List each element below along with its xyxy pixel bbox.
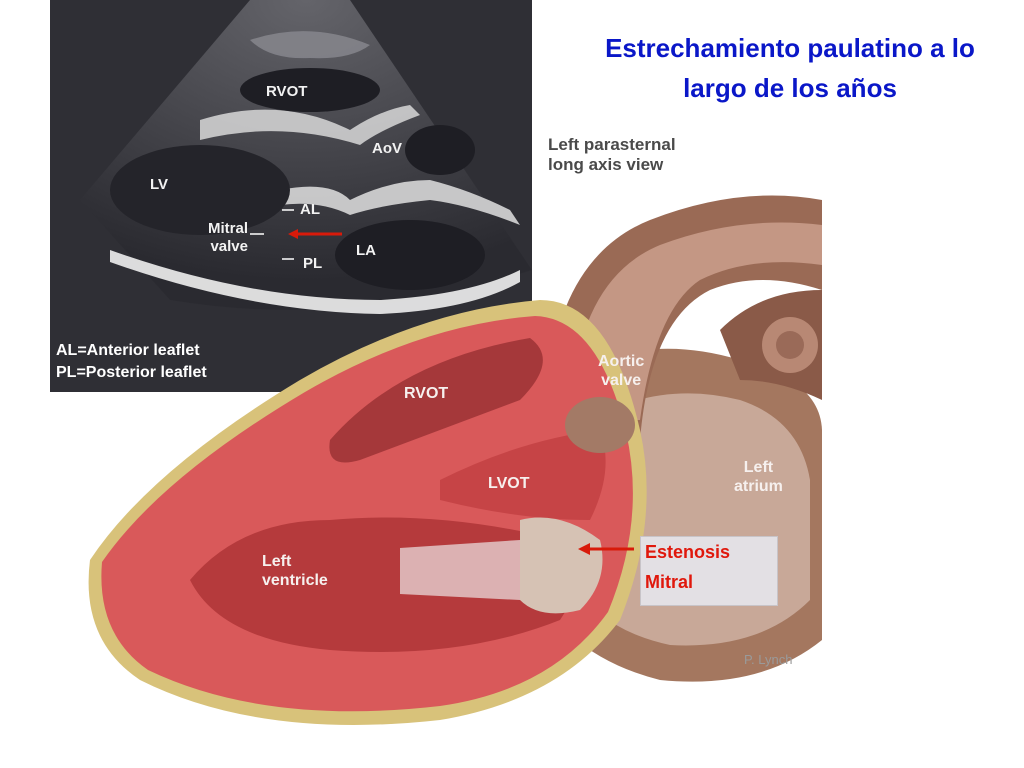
diagram-label-atrium-line2: atrium <box>734 478 783 495</box>
echo-label-mitral-line2: valve <box>210 238 248 255</box>
estenosis-mitral-callout: Estenosis Mitral <box>640 536 778 606</box>
echo-label-rvot: RVOT <box>266 83 308 100</box>
callout-line2: Mitral <box>645 572 694 592</box>
echo-legend-line1: AL=Anterior leaflet <box>56 342 200 359</box>
slide-title: Estrechamiento paulatino a lo largo de l… <box>560 28 1020 108</box>
diagram-label-ventricle-line1: Left <box>262 553 292 570</box>
view-caption-line2: long axis view <box>548 155 664 174</box>
diagram-label-aortic-line2: valve <box>601 372 642 389</box>
echo-label-al: AL <box>300 201 320 218</box>
diagram-label-aortic-line1: Aortic <box>598 353 645 370</box>
echo-label-mitral-line1: Mitral <box>207 220 248 237</box>
echo-label-pl: PL <box>303 255 323 272</box>
callout-arrowhead <box>578 543 590 555</box>
diagram-label-left-atrium: Left atrium <box>734 458 783 496</box>
callout-line1: Estenosis <box>645 542 731 562</box>
diagram-label-atrium-line1: Left <box>743 459 774 476</box>
echo-legend: AL=Anterior leaflet PL=Posterior leaflet <box>56 340 207 384</box>
echo-arrowhead <box>288 229 298 239</box>
diagram-label-rvot: RVOT <box>404 385 449 402</box>
echo-label-mitral-valve: Mitral valve <box>180 220 248 256</box>
echo-label-lv: LV <box>150 176 169 193</box>
echo-ultrasound-graphic <box>50 0 532 392</box>
echocardiogram-image: RVOT AoV LV AL Mitral valve LA PL AL=Ant… <box>50 0 532 392</box>
echo-legend-line2: PL=Posterior leaflet <box>56 364 207 381</box>
slide-title-line2: largo de los años <box>683 73 897 103</box>
artist-signature: P. Lynch <box>744 652 793 667</box>
echo-label-la: LA <box>356 242 376 259</box>
view-caption: Left parasternal long axis view <box>548 135 676 175</box>
slide-title-line1: Estrechamiento paulatino a lo <box>605 33 975 63</box>
diagram-label-lvot: LVOT <box>488 475 530 492</box>
view-caption-line1: Left parasternal <box>548 135 676 154</box>
diagram-label-ventricle-line2: ventricle <box>262 572 328 589</box>
echo-label-aov: AoV <box>372 140 402 157</box>
diagram-label-aortic-valve: Aortic valve <box>598 352 644 390</box>
diagram-label-left-ventricle: Left ventricle <box>262 552 328 590</box>
